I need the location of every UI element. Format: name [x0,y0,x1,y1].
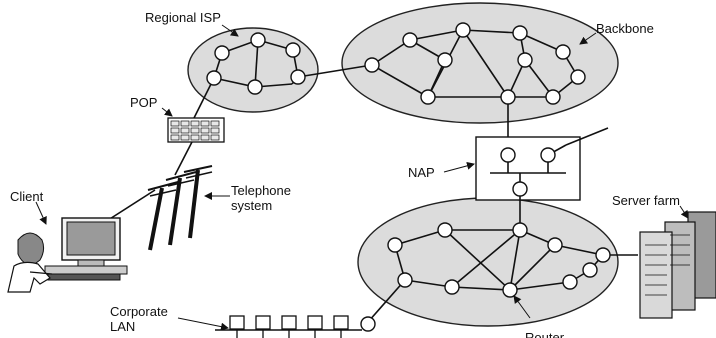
pop-rack-icon [167,117,225,143]
backbone-routers [364,22,586,105]
label-leaders [35,24,689,331]
label-client: Client [10,189,44,204]
telephone-poles-icon [147,165,213,251]
client-computer-icon [44,217,128,281]
server-farm-icon [639,211,716,319]
router-network-cloud [357,197,619,327]
backbone-cloud [341,2,619,124]
regional-isp-routers [206,32,306,95]
label-regional-isp: Regional ISP [145,10,221,25]
label-router: Router [525,330,565,338]
label-nap: NAP [408,165,435,180]
client-person-icon [7,232,53,293]
corporate-lan-hosts [215,315,376,338]
label-server-farm: Server farm [612,193,680,208]
label-pop: POP [130,95,157,110]
label-backbone: Backbone [596,21,654,36]
router-network-routers [387,222,611,298]
access-links [104,77,215,223]
nap-box [475,127,609,230]
nap-routers [500,147,556,197]
